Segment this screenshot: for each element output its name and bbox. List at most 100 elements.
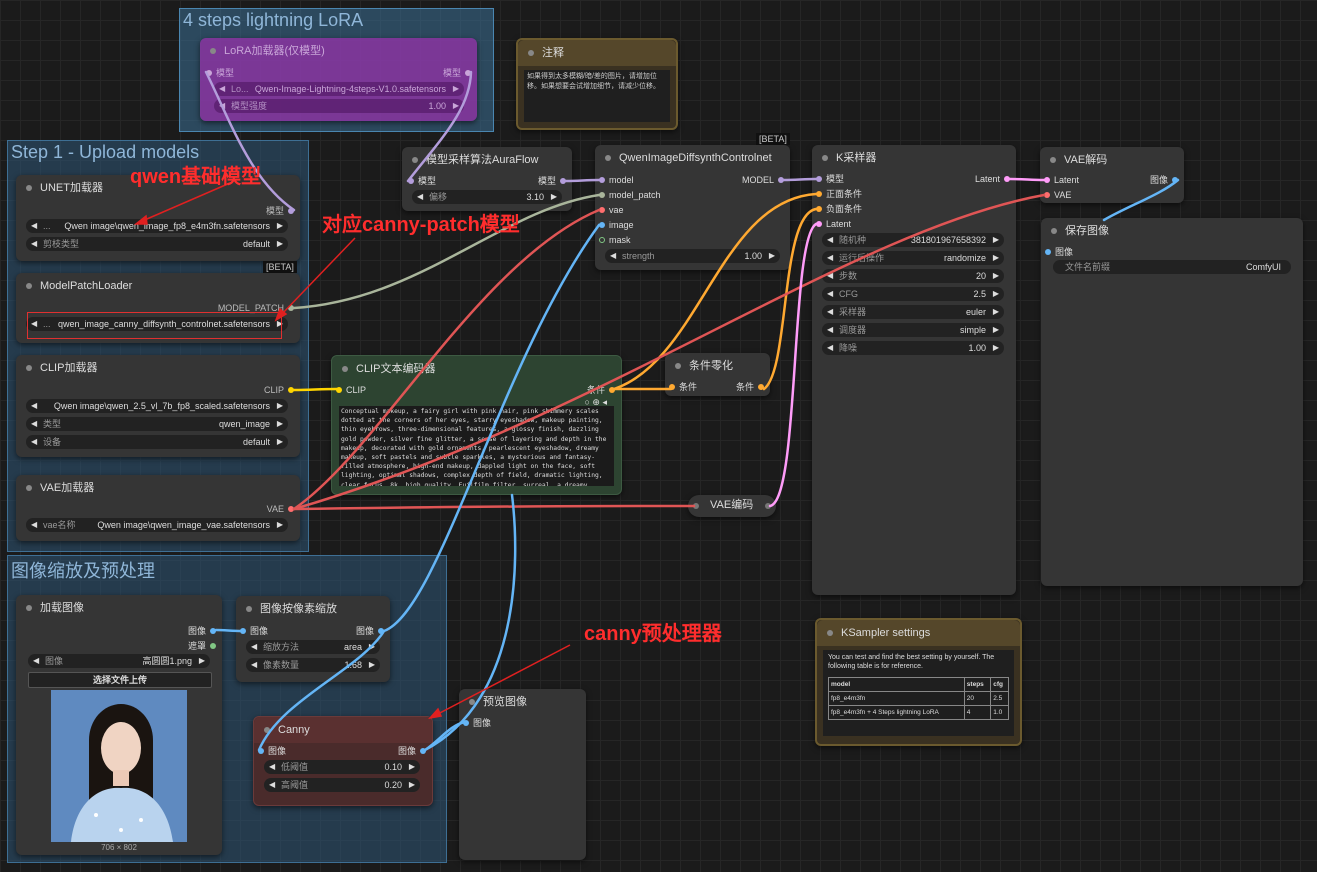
lora-strength-left-arrow[interactable]: ◀ xyxy=(219,101,226,110)
vae-out-dot[interactable] xyxy=(288,506,294,512)
patch-name-left-arrow[interactable]: ◀ xyxy=(31,319,38,328)
ksampler-sampler-left-arrow[interactable]: ◀ xyxy=(827,307,834,316)
model-patch-loader-node[interactable]: ModelPatchLoader MODEL_PATCH ◀ ... qwen_… xyxy=(16,273,300,343)
clip-type-combo[interactable]: ◀ 类型 qwen_image ▶ xyxy=(26,417,288,431)
load-image-out-image-dot[interactable] xyxy=(210,628,216,634)
clip-text-encode-node[interactable]: CLIP文本编码器 CLIP 条件 ○ ⊕ ◂ Conceptual makeu… xyxy=(331,355,622,495)
note-node[interactable]: 注释 如果得到太多模糊/暗/差的图片，请增加位移。如果想要会试增加细节，请减少位… xyxy=(516,38,678,130)
patch-out-dot[interactable] xyxy=(288,305,294,311)
auraflow-in-model-dot[interactable] xyxy=(408,178,414,184)
load-image-node[interactable]: 加载图像 图像 遮罩 ◀ 图像 高圆圆1.png ▶ 选择文件上传 706 × … xyxy=(16,595,222,855)
auraflow-shift-slider[interactable]: ◀ 偏移 3.10 ▶ xyxy=(412,190,562,204)
ksampler-after-left-arrow[interactable]: ◀ xyxy=(827,253,834,262)
image-scale-mp-right-arrow[interactable]: ▶ xyxy=(368,660,375,669)
lora-strength-slider[interactable]: ◀ 模型强度 1.00 ▶ xyxy=(214,99,464,113)
vae-decode-in-latent-dot[interactable] xyxy=(1044,177,1050,183)
clip-out-dot[interactable] xyxy=(288,387,294,393)
diffsynth-in-vae-dot[interactable] xyxy=(599,207,605,213)
image-scale-method-left-arrow[interactable]: ◀ xyxy=(251,642,258,651)
vae-encode-in-dot[interactable] xyxy=(693,503,699,509)
ksampler-steps-left-arrow[interactable]: ◀ xyxy=(827,271,834,280)
ksampler-sampler-combo[interactable]: ◀ 采样器 euler ▶ xyxy=(822,305,1004,319)
preview-image-node[interactable]: 预览图像 图像 xyxy=(459,689,586,860)
ksampler-out-dot[interactable] xyxy=(1004,176,1010,182)
ksampler-in-model-dot[interactable] xyxy=(816,176,822,182)
save-prefix-field[interactable]: 文件名前缀 ComfyUI xyxy=(1053,260,1291,274)
ksampler-scheduler-right-arrow[interactable]: ▶ xyxy=(992,325,999,334)
auraflow-node[interactable]: 模型采样算法AuraFlow 模型 模型 ◀ 偏移 3.10 ▶ xyxy=(402,147,572,211)
conditioning-zero-out-dot[interactable] xyxy=(758,384,764,390)
conditioning-zero-node[interactable]: 条件零化 条件 条件 xyxy=(665,353,770,396)
canny-low-right-arrow[interactable]: ▶ xyxy=(408,762,415,771)
ksampler-after-combo[interactable]: ◀ 运行后操作 randomize ▶ xyxy=(822,251,1004,265)
clip-loader-node[interactable]: CLIP加载器 CLIP ◀ Qwen image\qwen_2.5_vl_7b… xyxy=(16,355,300,457)
ksampler-denoise-field[interactable]: ◀ 降噪 1.00 ▶ xyxy=(822,341,1004,355)
conditioning-zero-in-dot[interactable] xyxy=(669,384,675,390)
ksampler-denoise-left-arrow[interactable]: ◀ xyxy=(827,343,834,352)
patch-name-combo[interactable]: ◀ ... qwen_image_canny_diffsynth_control… xyxy=(26,317,288,331)
unet-dtype-combo[interactable]: ◀ 剪枝类型 default ▶ xyxy=(26,237,288,251)
ksampler-after-right-arrow[interactable]: ▶ xyxy=(992,253,999,262)
vae-name-right-arrow[interactable]: ▶ xyxy=(276,520,283,529)
load-image-out-mask-dot[interactable] xyxy=(210,643,216,649)
diffsynth-strength-slider[interactable]: ◀ strength 1.00 ▶ xyxy=(605,249,780,263)
clip-name-left-arrow[interactable]: ◀ xyxy=(31,401,38,410)
unet-dtype-right-arrow[interactable]: ▶ xyxy=(276,239,283,248)
canny-high-field[interactable]: ◀ 高阈值 0.20 ▶ xyxy=(264,778,420,792)
image-scale-mp-left-arrow[interactable]: ◀ xyxy=(251,660,258,669)
vae-decode-in-vae-dot[interactable] xyxy=(1044,192,1050,198)
image-scale-method-combo[interactable]: ◀ 缩放方法 area ▶ xyxy=(246,640,380,654)
clip-type-right-arrow[interactable]: ▶ xyxy=(276,419,283,428)
load-image-file-left-arrow[interactable]: ◀ xyxy=(33,656,40,665)
diffsynth-out-dot[interactable] xyxy=(778,177,784,183)
image-scale-node[interactable]: 图像按像素缩放 图像 图像 ◀ 缩放方法 area ▶ ◀ 像素数量 1.68 … xyxy=(236,596,390,682)
clip-name-right-arrow[interactable]: ▶ xyxy=(276,401,283,410)
load-image-file-combo[interactable]: ◀ 图像 高圆圆1.png ▶ xyxy=(28,654,210,668)
vae-decode-out-dot[interactable] xyxy=(1172,177,1178,183)
canny-in-dot[interactable] xyxy=(258,748,264,754)
ksampler-in-pos-dot[interactable] xyxy=(816,191,822,197)
canny-high-left-arrow[interactable]: ◀ xyxy=(269,780,276,789)
diffsynth-in-model-dot[interactable] xyxy=(599,177,605,183)
preview-image-in-dot[interactable] xyxy=(463,720,469,726)
clip-device-left-arrow[interactable]: ◀ xyxy=(31,437,38,446)
image-scale-in-dot[interactable] xyxy=(240,628,246,634)
note-text[interactable]: 如果得到太多模糊/暗/差的图片，请增加位移。如果想要会试增加细节，请减少位移。 xyxy=(524,70,670,122)
diffsynth-in-mask-dot[interactable] xyxy=(599,237,605,243)
image-scale-mp-field[interactable]: ◀ 像素数量 1.68 ▶ xyxy=(246,658,380,672)
lora-name-right-arrow[interactable]: ▶ xyxy=(452,84,459,93)
vae-encode-out-dot[interactable] xyxy=(765,503,771,509)
lora-name-left-arrow[interactable]: ◀ xyxy=(219,84,226,93)
canny-node[interactable]: Canny 图像 图像 ◀ 低阈值 0.10 ▶ ◀ 高阈值 0.20 ▶ xyxy=(253,716,433,806)
clip-device-combo[interactable]: ◀ 设备 default ▶ xyxy=(26,435,288,449)
lora-loader-node[interactable]: LoRA加载器(仅模型) 模型 模型 ◀ Lo... Qwen-Image-Li… xyxy=(200,38,477,121)
ksampler-scheduler-combo[interactable]: ◀ 调度器 simple ▶ xyxy=(822,323,1004,337)
ksampler-seed-left-arrow[interactable]: ◀ xyxy=(827,235,834,244)
canny-low-field[interactable]: ◀ 低阈值 0.10 ▶ xyxy=(264,760,420,774)
ksampler-in-latent-dot[interactable] xyxy=(816,221,822,227)
ksampler-seed-right-arrow[interactable]: ▶ xyxy=(992,235,999,244)
ksampler-denoise-right-arrow[interactable]: ▶ xyxy=(992,343,999,352)
lora-strength-right-arrow[interactable]: ▶ xyxy=(452,101,459,110)
image-scale-method-right-arrow[interactable]: ▶ xyxy=(368,642,375,651)
diffsynth-strength-right-arrow[interactable]: ▶ xyxy=(768,251,775,260)
canny-high-right-arrow[interactable]: ▶ xyxy=(408,780,415,789)
vae-name-combo[interactable]: ◀ vae名称 Qwen image\qwen_image_vae.safete… xyxy=(26,518,288,532)
image-scale-out-dot[interactable] xyxy=(378,628,384,634)
unet-name-combo[interactable]: ◀ ... Qwen image\qwen_image_fp8_e4m3fn.s… xyxy=(26,219,288,233)
vae-decode-node[interactable]: VAE解码 Latent VAE 图像 xyxy=(1040,147,1184,203)
ksampler-steps-right-arrow[interactable]: ▶ xyxy=(992,271,999,280)
canny-low-left-arrow[interactable]: ◀ xyxy=(269,762,276,771)
unet-out-model-dot[interactable] xyxy=(288,208,294,214)
clip-device-right-arrow[interactable]: ▶ xyxy=(276,437,283,446)
unet-dtype-left-arrow[interactable]: ◀ xyxy=(31,239,38,248)
patch-name-right-arrow[interactable]: ▶ xyxy=(276,319,283,328)
ksampler-node[interactable]: K采样器 模型 正面条件 负面条件 Latent Latent ◀ 随机种 38… xyxy=(812,145,1016,595)
diffsynth-strength-left-arrow[interactable]: ◀ xyxy=(610,251,617,260)
vae-encode-node[interactable]: VAE编码 xyxy=(688,495,776,517)
clip-name-combo[interactable]: ◀ Qwen image\qwen_2.5_vl_7b_fp8_scaled.s… xyxy=(26,399,288,413)
canny-out-dot[interactable] xyxy=(420,748,426,754)
ksampler-steps-field[interactable]: ◀ 步数 20 ▶ xyxy=(822,269,1004,283)
ksampler-scheduler-left-arrow[interactable]: ◀ xyxy=(827,325,834,334)
ksampler-cfg-right-arrow[interactable]: ▶ xyxy=(992,289,999,298)
